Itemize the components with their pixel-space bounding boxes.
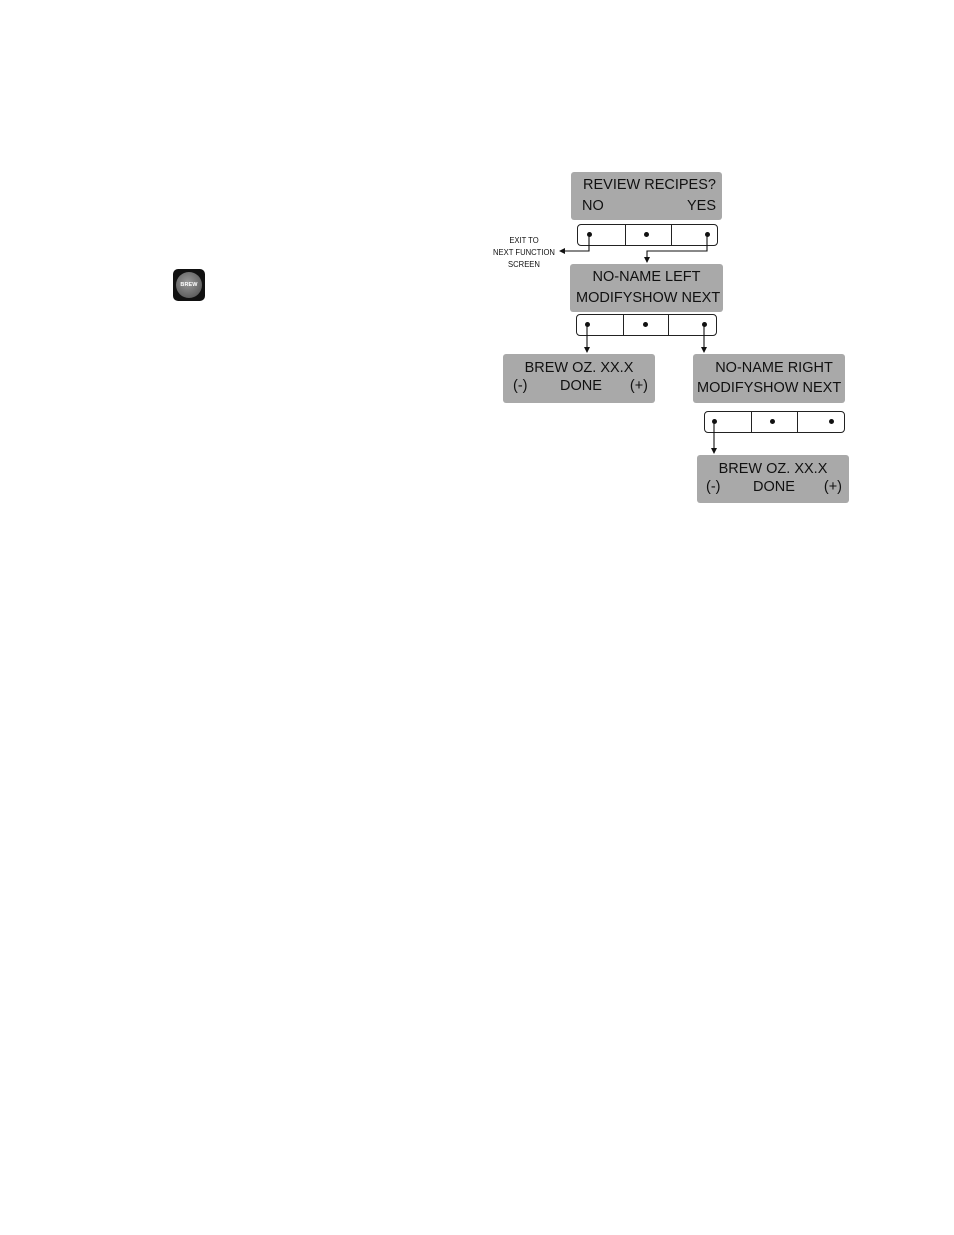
center-key[interactable]: [770, 419, 775, 424]
brew-button-face: BREW: [176, 272, 202, 298]
brew-left-line1: BREW OZ. XX.X: [524, 360, 634, 376]
brew-left-done: DONE: [560, 378, 602, 394]
keypad-divider: [623, 315, 624, 335]
review-no-label: NO: [582, 198, 604, 214]
exit-note: EXIT TO NEXT FUNCTION SCREEN: [492, 234, 557, 270]
review-yes-label: YES: [686, 198, 716, 214]
center-key[interactable]: [643, 322, 648, 327]
no-name-right-screen: NO-NAME RIGHT MODIFYSHOW NEXT: [693, 354, 845, 403]
yes-to-left-arrow: [644, 234, 708, 263]
exit-note-line-3: SCREEN: [508, 259, 540, 269]
no-to-exit-arrow: [559, 234, 590, 254]
brew-oz-right-screen: BREW OZ. XX.X (-) DONE (+): [697, 455, 849, 503]
keypad-divider: [625, 225, 626, 245]
left-screen-line2: MODIFYSHOW NEXT: [576, 290, 721, 306]
keypad-divider: [797, 412, 798, 432]
keypad-divider: [671, 225, 672, 245]
brew-right-minus: (-): [706, 479, 721, 495]
brew-oz-left-screen: BREW OZ. XX.X (-) DONE (+): [503, 354, 655, 403]
right-screen-line1: NO-NAME RIGHT: [715, 360, 833, 376]
brew-right-line1: BREW OZ. XX.X: [718, 461, 828, 477]
exit-note-line-1: EXIT TO: [509, 235, 539, 245]
brew-button-icon[interactable]: BREW: [173, 269, 205, 301]
brew-left-plus: (+): [629, 378, 648, 394]
keypad-divider: [668, 315, 669, 335]
keypad-review: [577, 224, 718, 246]
brew-right-done: DONE: [753, 479, 795, 495]
brew-left-minus: (-): [513, 378, 528, 394]
right-screen-line2: MODIFYSHOW NEXT: [697, 380, 842, 396]
no-name-left-screen: NO-NAME LEFT MODIFYSHOW NEXT: [570, 264, 723, 312]
brew-right-plus: (+): [823, 479, 842, 495]
keypad-divider: [751, 412, 752, 432]
exit-note-line-2: NEXT FUNCTION: [493, 247, 555, 257]
keypad-right: [704, 411, 845, 433]
review-recipes-screen: REVIEW RECIPES? NO YES: [571, 172, 722, 220]
review-screen-line1: REVIEW RECIPES?: [583, 177, 716, 193]
right-key[interactable]: [829, 419, 834, 424]
brew-button-label: BREW: [180, 282, 198, 288]
left-screen-line1: NO-NAME LEFT: [592, 269, 701, 285]
center-key[interactable]: [644, 232, 649, 237]
